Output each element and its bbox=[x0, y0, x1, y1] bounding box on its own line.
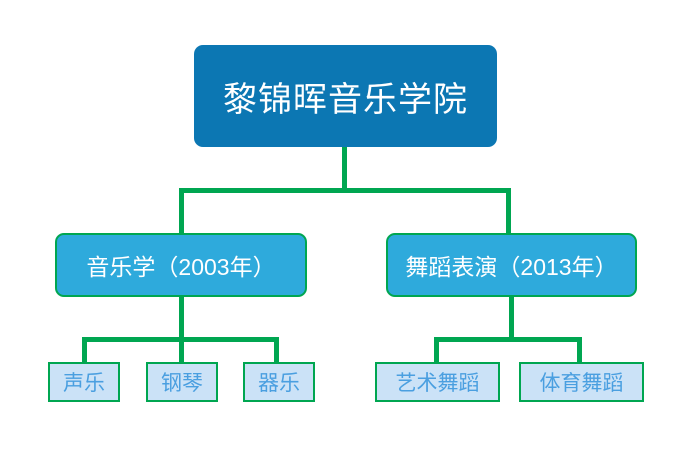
connector-dept-right-bus bbox=[434, 337, 582, 342]
node-root-institute[interactable]: 黎锦晖音乐学院 bbox=[194, 45, 497, 147]
connector-dept-left-to-child-3 bbox=[274, 337, 279, 362]
connector-dept-right-to-child-2 bbox=[577, 337, 582, 362]
connector-dept-left-to-child-1 bbox=[82, 337, 87, 362]
connector-root-to-dept-right bbox=[506, 188, 511, 233]
connector-dept-left-to-child-2 bbox=[179, 337, 184, 362]
node-major-sport-dance[interactable]: 体育舞蹈 bbox=[519, 362, 644, 402]
node-major-art-dance[interactable]: 艺术舞蹈 bbox=[375, 362, 500, 402]
connector-root-to-dept-left bbox=[179, 188, 184, 233]
connector-root-stem bbox=[342, 147, 347, 192]
node-department-dance[interactable]: 舞蹈表演（2013年） bbox=[386, 233, 637, 297]
node-department-music[interactable]: 音乐学（2003年） bbox=[55, 233, 307, 297]
connector-dept-left-stem bbox=[179, 297, 184, 362]
connector-root-bus bbox=[179, 188, 511, 193]
connector-dept-right-stem bbox=[509, 297, 514, 342]
connector-dept-right-to-child-1 bbox=[434, 337, 439, 362]
node-major-vocal-music[interactable]: 声乐 bbox=[48, 362, 120, 402]
node-major-piano[interactable]: 钢琴 bbox=[146, 362, 218, 402]
node-major-instrumental-music[interactable]: 器乐 bbox=[243, 362, 315, 402]
